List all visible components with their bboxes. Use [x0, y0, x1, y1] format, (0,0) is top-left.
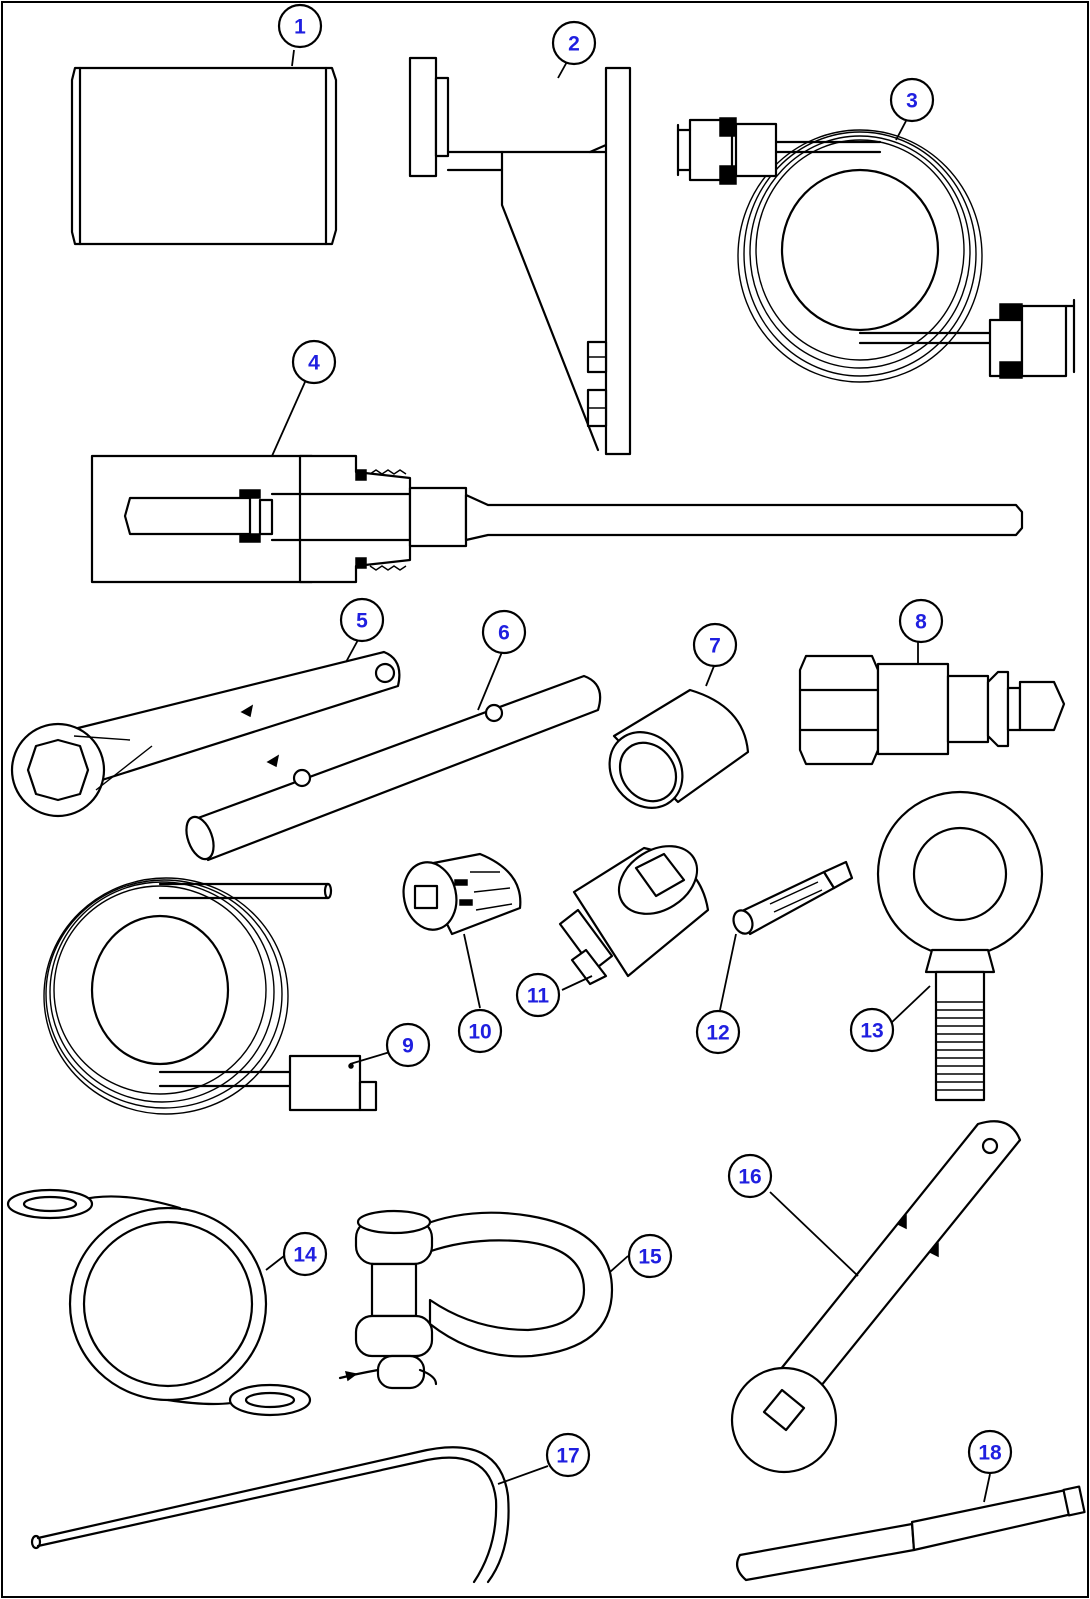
part-16-box-wrench: [730, 1120, 1022, 1474]
callout-number: 16: [738, 1166, 761, 1189]
callout-number: 13: [860, 1020, 883, 1043]
callout-17: 17: [545, 1432, 591, 1478]
callout-number: 11: [527, 985, 550, 1008]
callout-11: 11: [515, 972, 561, 1018]
callout-6: 6: [481, 609, 527, 655]
callout-number: 10: [468, 1021, 491, 1044]
part-15-shackle: [338, 1209, 614, 1390]
callout-2: 2: [551, 20, 597, 66]
callout-14: 14: [282, 1231, 328, 1277]
callout-number: 9: [402, 1035, 414, 1058]
callout-number: 3: [906, 90, 918, 113]
leader-lines: [265, 49, 991, 1503]
part-10-socket: [402, 852, 522, 936]
callout-number: 7: [709, 635, 721, 658]
callout-number: 2: [568, 33, 580, 56]
callout-3: 3: [889, 77, 935, 123]
callout-8: 8: [898, 598, 944, 644]
callout-number: 4: [308, 352, 320, 375]
callout-number: 12: [706, 1022, 729, 1045]
part-13-eye-bolt: [876, 790, 1044, 1102]
callout-12: 12: [695, 1009, 741, 1055]
part-5-ring-wrench: [10, 650, 401, 818]
part-17-hook-rod: [30, 1446, 510, 1584]
callout-number: 14: [293, 1244, 317, 1267]
part-6-tube-bar: [185, 674, 602, 862]
callout-number: 17: [556, 1445, 579, 1468]
part-12-bit-socket: [732, 860, 854, 936]
callout-9: 9: [385, 1022, 431, 1068]
callout-10: 10: [457, 1008, 503, 1054]
callout-16: 16: [727, 1153, 773, 1199]
part-1-sleeve: [70, 66, 338, 246]
part-11-socket-adapter: [558, 845, 710, 986]
callout-number: 6: [498, 622, 510, 645]
callout-13: 13: [849, 1007, 895, 1053]
callout-1: 1: [277, 3, 323, 49]
callout-number: 1: [294, 16, 306, 39]
part-8-adapter-fitting: [798, 654, 1066, 766]
callout-7: 7: [692, 622, 738, 668]
part-2-bracket: [408, 56, 632, 456]
callout-number: 18: [978, 1442, 1002, 1465]
callout-number: 8: [915, 611, 927, 634]
callout-4: 4: [291, 339, 337, 385]
callout-5: 5: [339, 597, 385, 643]
part-14-wire-rope-sling: [6, 1188, 312, 1417]
part-4-puller-tool: [90, 454, 1024, 584]
part-7-bushing: [608, 688, 750, 809]
callout-18: 18: [967, 1429, 1013, 1475]
part-9-coiled-cable: [43, 877, 378, 1115]
callout-number: 5: [356, 610, 368, 633]
part-3-cable-with-connectors: [676, 117, 1076, 383]
part-18-pin-punch: [735, 1485, 1086, 1582]
callout-15: 15: [627, 1233, 673, 1279]
callout-number: 15: [638, 1246, 662, 1269]
